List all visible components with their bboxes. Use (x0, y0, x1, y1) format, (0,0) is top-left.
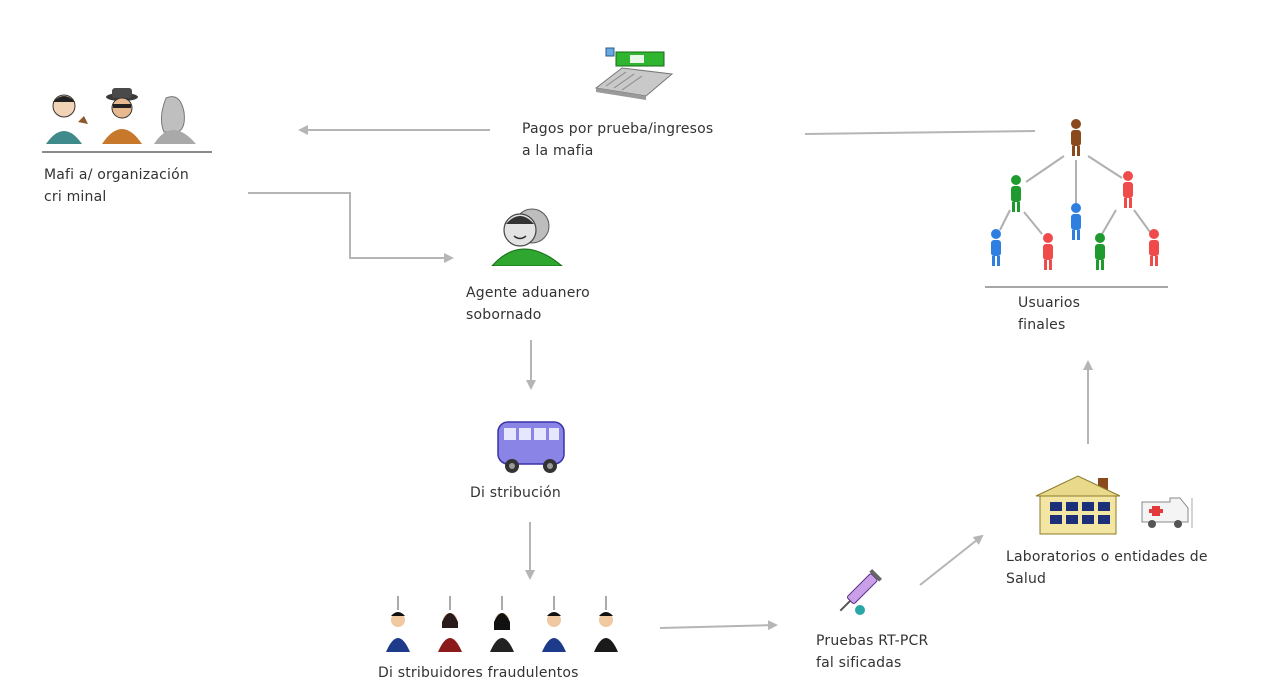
arrow-distributors-to-tests (659, 620, 778, 631)
syringe-icon (839, 568, 882, 615)
customs-agent-label: Agente aduanero sobornado (466, 285, 590, 323)
arrow-tests-to-labs (919, 534, 984, 586)
node-tests: Pruebas RT-PCR fal sificadas (812, 566, 982, 676)
users-label: Usuarios finales (1018, 295, 1081, 333)
node-mafia: Mafi a/ organización cri minal (38, 78, 238, 218)
user-blue-left (991, 229, 1001, 266)
user-red-far-right (1149, 229, 1159, 266)
node-labs: Laboratorios o entidades de Salud (1004, 474, 1264, 604)
node-distributors: Di stribuidores fraudulentos (372, 596, 652, 686)
node-payments: Pagos por prueba/ingresos a la mafia (518, 44, 778, 174)
ambulance-icon (1141, 497, 1193, 528)
arrow-users-to-payments (804, 130, 1036, 135)
distributors-people-icon (386, 596, 618, 652)
distributor-person-3 (490, 613, 514, 652)
distributor-person-2 (438, 613, 462, 652)
user-brown (1071, 119, 1081, 156)
user-red-left (1043, 233, 1053, 270)
money-tray-icon (594, 47, 674, 100)
mafia-label: Mafi a/ organización cri minal (44, 167, 189, 205)
user-green-left (1011, 175, 1021, 212)
labs-label: Laboratorios o entidades de Salud (1006, 549, 1208, 587)
bribed-agent-icon (491, 208, 563, 266)
tests-label: Pruebas RT-PCR fal sificadas (816, 633, 929, 671)
van-icon (497, 421, 565, 473)
user-network-icon (991, 119, 1159, 270)
node-users: Usuarios finales (976, 114, 1176, 354)
distributor-person-5 (594, 612, 618, 652)
health-building-icon (1035, 475, 1121, 535)
payments-label: Pagos por prueba/ingresos a la mafia (522, 121, 714, 159)
distributor-person-4 (542, 612, 566, 652)
distributor-person-1 (386, 612, 410, 652)
user-red-right (1123, 171, 1133, 208)
user-blue-center (1071, 203, 1081, 240)
distribution-label: Di stribución (470, 485, 561, 501)
criminals-group-icon (46, 88, 196, 144)
arrow-mafia-to-agent (248, 192, 454, 263)
node-customs-agent: Agente aduanero sobornado (460, 200, 660, 330)
user-green-right (1095, 233, 1105, 270)
node-distribution: Di stribución (460, 412, 610, 512)
distributors-label: Di stribuidores fraudulentos (378, 665, 579, 681)
